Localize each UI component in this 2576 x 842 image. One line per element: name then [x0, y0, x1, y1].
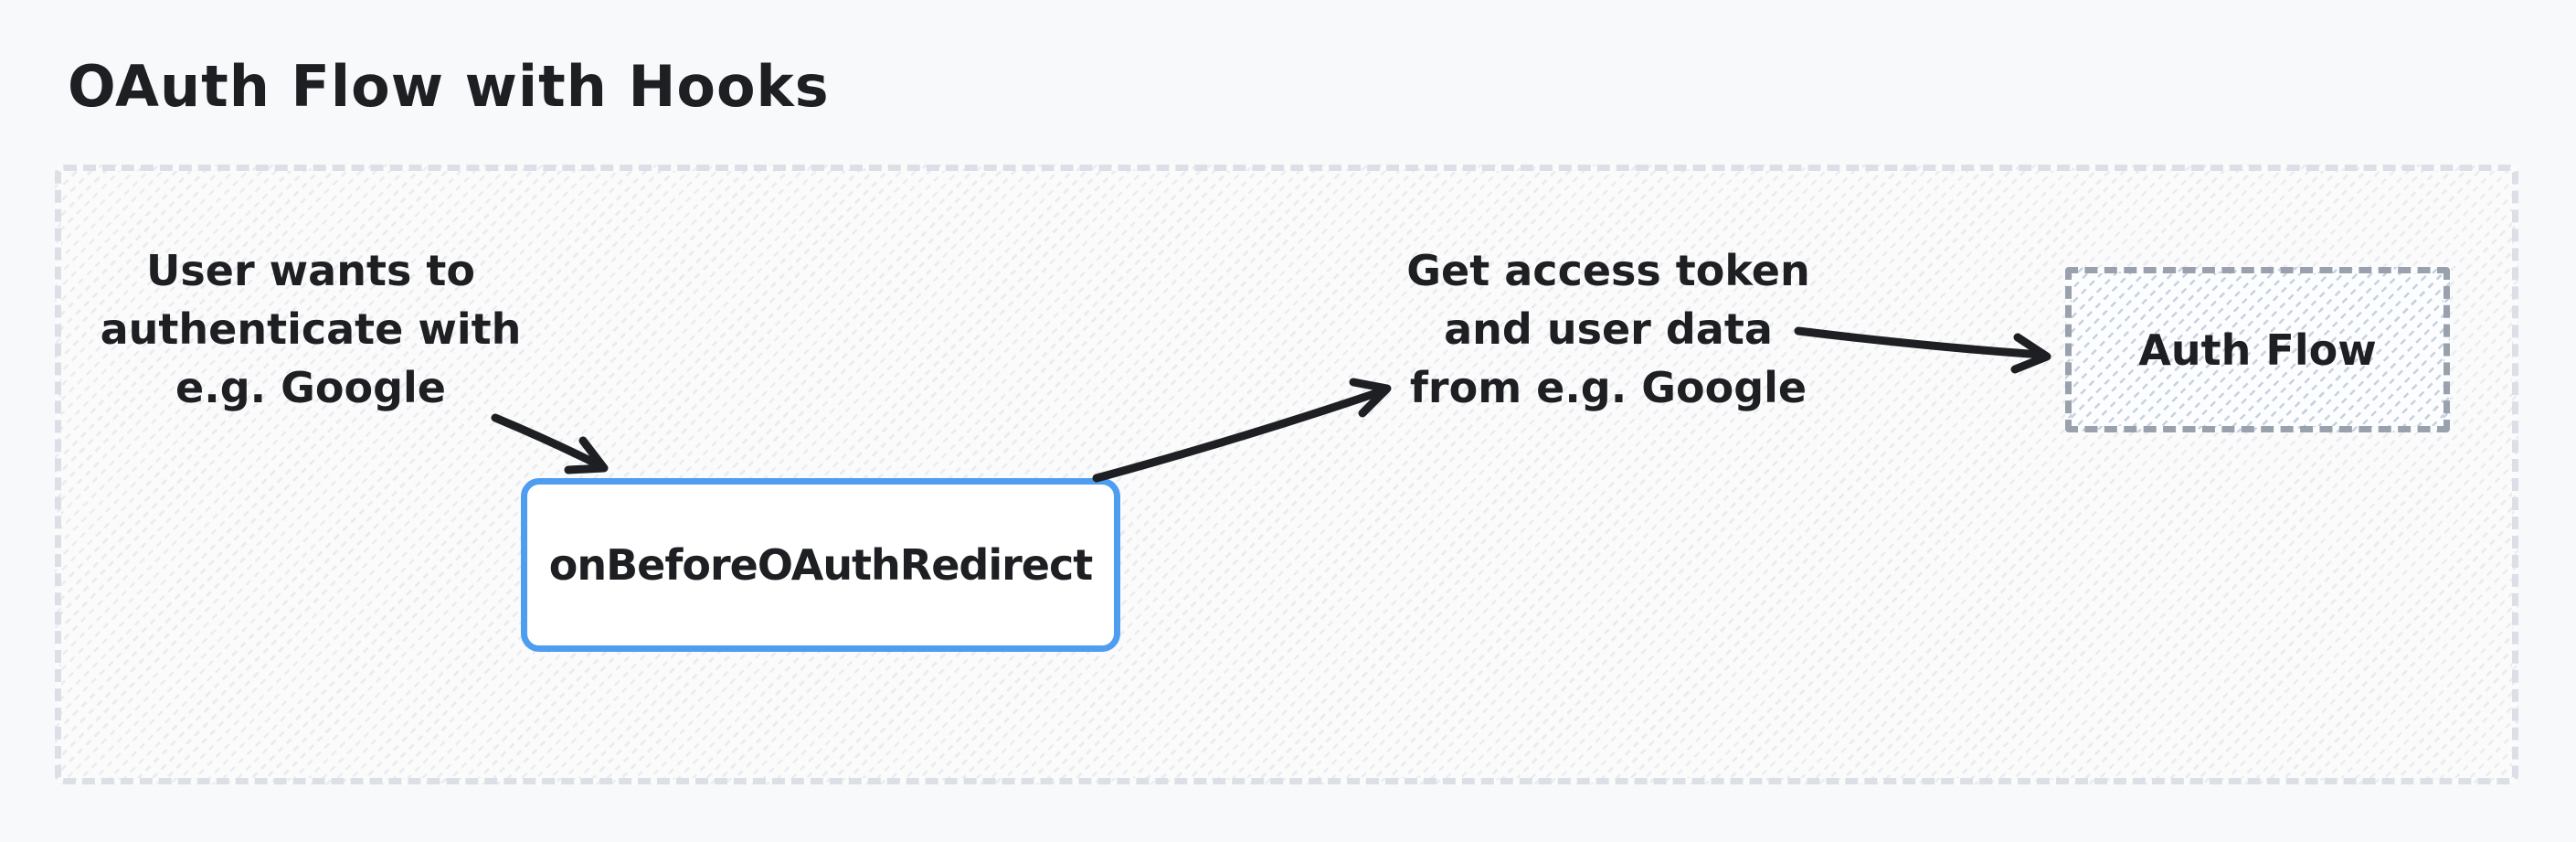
- label-get-access-token: Get access token and user data from e.g.…: [1406, 246, 1810, 412]
- label-user-intent: User wants to authenticate with e.g. Goo…: [100, 246, 522, 412]
- diagram-title: OAuth Flow with Hooks: [68, 53, 830, 120]
- node-onbeforeoauthredirect-label: onBeforeOAuthRedirect: [548, 540, 1094, 590]
- node-onbeforeoauthredirect: onBeforeOAuthRedirect: [521, 478, 1120, 652]
- node-auth-flow: Auth Flow: [2065, 267, 2450, 432]
- node-auth-flow-label: Auth Flow: [2138, 325, 2377, 375]
